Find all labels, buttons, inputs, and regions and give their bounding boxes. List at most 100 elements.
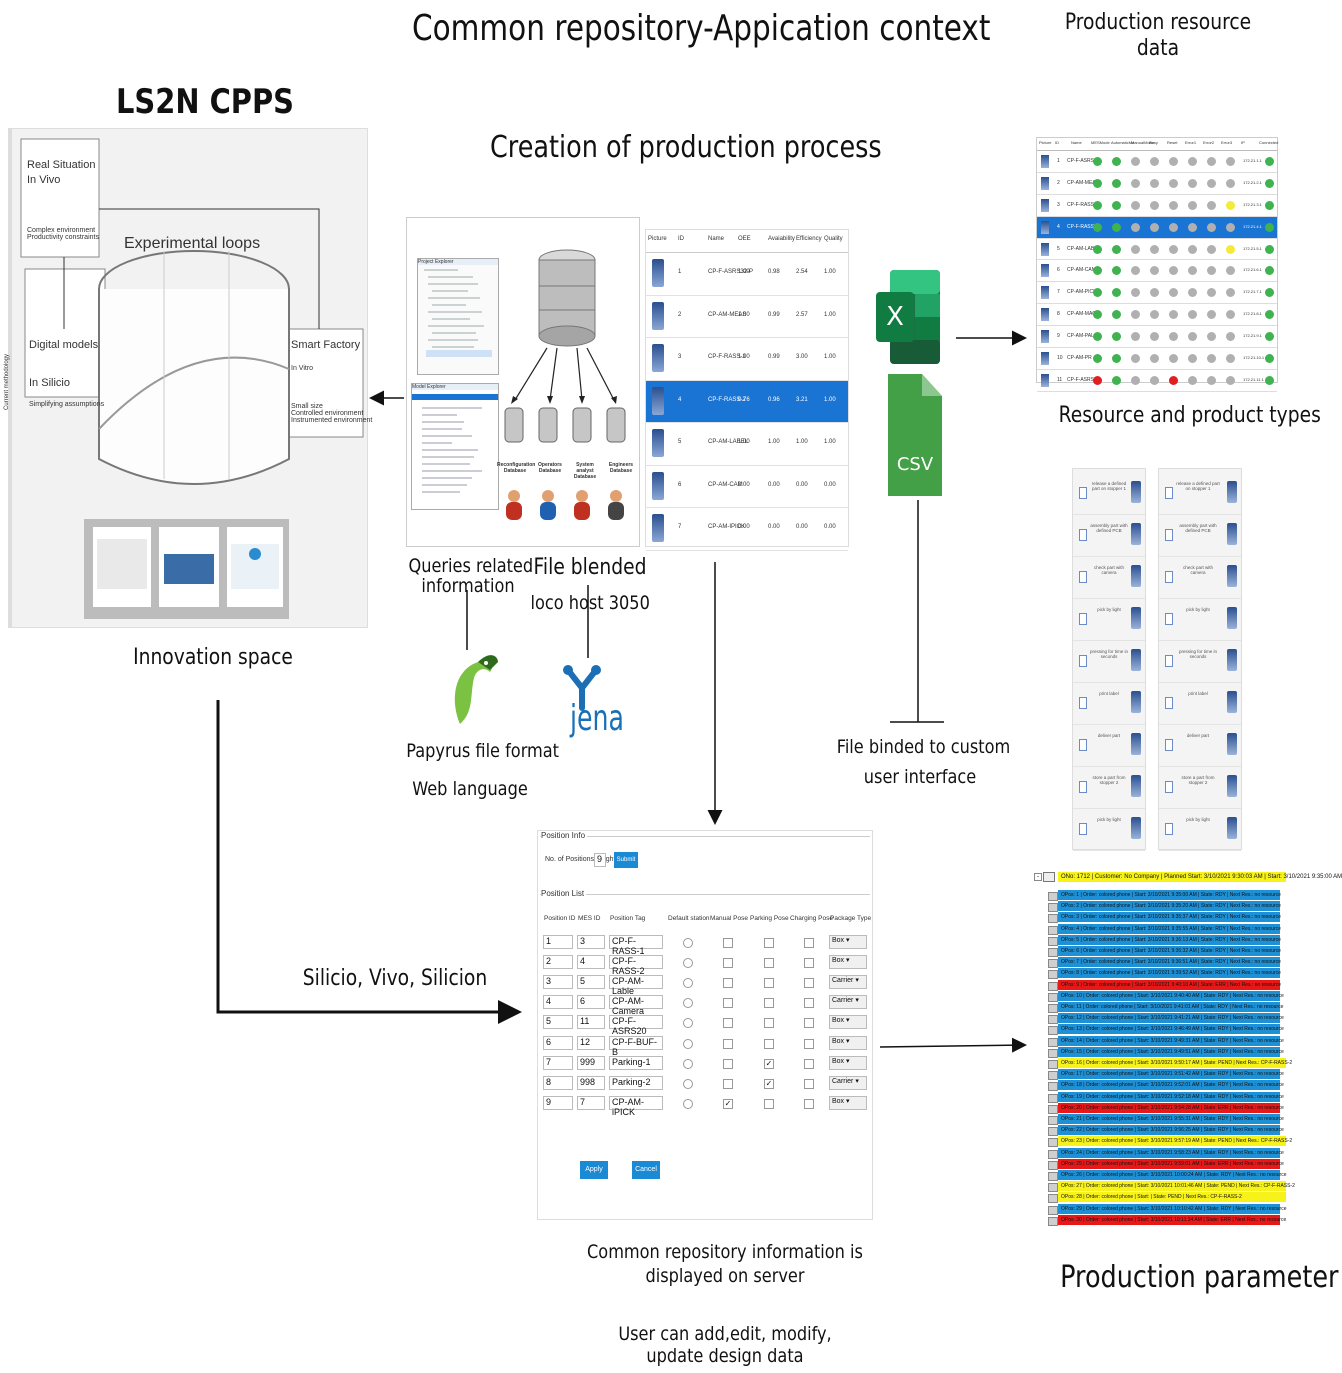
- position-tag-input[interactable]: CP-F-RASS-1: [609, 935, 663, 956]
- position-tag-input[interactable]: CP-AM-Camera: [609, 995, 663, 1016]
- parking-pose-checkbox[interactable]: [764, 998, 774, 1009]
- order-row[interactable]: OPos: 22 | Order: colored phone | Start:…: [1058, 1125, 1284, 1136]
- task-item[interactable]: check part with camera: [1073, 557, 1145, 599]
- charging-pose-checkbox[interactable]: [804, 998, 814, 1009]
- charging-pose-checkbox[interactable]: [804, 1058, 814, 1069]
- charging-pose-checkbox[interactable]: [804, 978, 814, 989]
- task-item[interactable]: pressing for time in seconds: [1073, 641, 1145, 683]
- task-item[interactable]: print label: [1073, 683, 1145, 725]
- order-row[interactable]: OPos: 15 | Order: colored phone | Start:…: [1058, 1046, 1284, 1057]
- parking-pose-checkbox[interactable]: [764, 958, 774, 969]
- position-id-input[interactable]: 3: [543, 975, 573, 990]
- package-type-select[interactable]: Box ▾: [829, 955, 867, 970]
- order-row[interactable]: OPos: 27 | Order: colored phone | Start:…: [1058, 1181, 1295, 1192]
- position-tag-input[interactable]: CP-F-RASS-2: [609, 955, 663, 976]
- charging-pose-checkbox[interactable]: [804, 938, 814, 948]
- order-row[interactable]: OPos: 1 | Order: colored phone | Start: …: [1058, 890, 1281, 900]
- package-type-select[interactable]: Box ▾: [829, 1015, 867, 1030]
- order-row[interactable]: OPos: 6 | Order: colored phone | Start: …: [1058, 946, 1281, 956]
- task-item[interactable]: store a part from stopper 2: [1073, 767, 1145, 809]
- mes-id-input[interactable]: 4: [577, 955, 605, 970]
- task-item[interactable]: pick by light: [1073, 809, 1145, 851]
- order-row[interactable]: OPos: 18 | Order: colored phone | Start:…: [1058, 1080, 1284, 1091]
- order-row[interactable]: OPos: 29 | Order: colored phone | Start:…: [1058, 1203, 1287, 1214]
- order-row[interactable]: OPos: 17 | Order: colored phone | Start:…: [1058, 1069, 1284, 1080]
- position-id-input[interactable]: 4: [543, 995, 573, 1010]
- default-station-radio[interactable]: [683, 958, 693, 969]
- cancel-button[interactable]: Cancel: [632, 1161, 660, 1179]
- parking-pose-checkbox[interactable]: [764, 1098, 774, 1109]
- mes-id-input[interactable]: 6: [577, 995, 605, 1010]
- charging-pose-checkbox[interactable]: [804, 1098, 814, 1109]
- mes-id-input[interactable]: 5: [577, 975, 605, 990]
- charging-pose-checkbox[interactable]: [804, 958, 814, 969]
- default-station-radio[interactable]: [683, 1018, 693, 1029]
- manual-pose-checkbox[interactable]: [723, 998, 733, 1009]
- order-row[interactable]: OPos: 5 | Order: colored phone | Start: …: [1058, 934, 1281, 945]
- order-row[interactable]: OPos: 19 | Order: colored phone | Start:…: [1058, 1091, 1284, 1102]
- order-row[interactable]: OPos: 20 | Order: colored phone | Start:…: [1058, 1102, 1284, 1113]
- task-item[interactable]: pick by light: [1159, 809, 1241, 851]
- default-station-radio[interactable]: [683, 938, 693, 948]
- task-item[interactable]: pick by light: [1073, 599, 1145, 641]
- task-item[interactable]: print label: [1159, 683, 1241, 725]
- package-type-select[interactable]: Box ▾: [829, 1095, 867, 1110]
- task-item[interactable]: pressing for time in seconds: [1159, 641, 1241, 683]
- mes-id-input[interactable]: 11: [577, 1015, 605, 1030]
- parking-pose-checkbox[interactable]: ✓: [764, 1058, 774, 1069]
- default-station-radio[interactable]: [683, 1058, 693, 1069]
- position-tag-input[interactable]: Parking-1: [609, 1055, 663, 1070]
- position-id-input[interactable]: 5: [543, 1015, 573, 1030]
- manual-pose-checkbox[interactable]: [723, 958, 733, 969]
- mes-id-input[interactable]: 7: [577, 1095, 605, 1110]
- package-type-select[interactable]: Carrier ▾: [829, 1075, 867, 1090]
- manual-pose-checkbox[interactable]: [723, 1058, 733, 1069]
- manual-pose-checkbox[interactable]: [723, 1018, 733, 1029]
- order-header-bar[interactable]: ONo: 1712 | Customer: No Company | Plann…: [1058, 872, 1342, 882]
- mes-id-input[interactable]: 12: [577, 1035, 605, 1050]
- charging-pose-checkbox[interactable]: [804, 1078, 814, 1089]
- order-row[interactable]: OPos: 30 | Order: colored phone | Start:…: [1058, 1214, 1286, 1225]
- order-row[interactable]: OPos: 8 | Order: colored phone | Start: …: [1058, 968, 1281, 979]
- task-item[interactable]: release a defined part on stopper 1: [1073, 473, 1145, 515]
- position-tag-input[interactable]: CP-AM-iPICK: [609, 1095, 663, 1117]
- package-type-select[interactable]: Box ▾: [829, 935, 867, 949]
- tree-expand-icon[interactable]: -: [1034, 873, 1042, 881]
- package-type-select[interactable]: Carrier ▾: [829, 975, 867, 990]
- order-row[interactable]: OPos: 12 | Order: colored phone | Start:…: [1058, 1013, 1284, 1024]
- task-item[interactable]: pick by light: [1159, 599, 1241, 641]
- default-station-radio[interactable]: [683, 1078, 693, 1089]
- positions-taught-input[interactable]: 9: [594, 853, 606, 867]
- position-id-input[interactable]: 8: [543, 1075, 573, 1090]
- order-row[interactable]: OPos: 10 | Order: colored phone | Start:…: [1058, 990, 1284, 1001]
- order-row[interactable]: OPos: 2 | Order: colored phone | Start: …: [1058, 901, 1281, 912]
- mes-id-input[interactable]: 3: [577, 935, 605, 949]
- charging-pose-checkbox[interactable]: [804, 1038, 814, 1049]
- manual-pose-checkbox[interactable]: ✓: [723, 1098, 733, 1109]
- task-item[interactable]: deliver part: [1073, 725, 1145, 767]
- parking-pose-checkbox[interactable]: [764, 1018, 774, 1029]
- order-row[interactable]: OPos: 7 | Order: colored phone | Start: …: [1058, 957, 1281, 968]
- position-tag-input[interactable]: CP-F-ASRS20: [609, 1015, 663, 1036]
- position-id-input[interactable]: 7: [543, 1055, 573, 1070]
- manual-pose-checkbox[interactable]: [723, 978, 733, 989]
- parking-pose-checkbox[interactable]: ✓: [764, 1078, 774, 1089]
- default-station-radio[interactable]: [683, 1038, 693, 1049]
- task-item[interactable]: check part with camera: [1159, 557, 1241, 599]
- position-tag-input[interactable]: CP-F-BUF-B: [609, 1035, 663, 1057]
- order-row[interactable]: OPos: 4 | Order: colored phone | Start: …: [1058, 923, 1281, 934]
- submit-button[interactable]: Submit: [614, 852, 638, 868]
